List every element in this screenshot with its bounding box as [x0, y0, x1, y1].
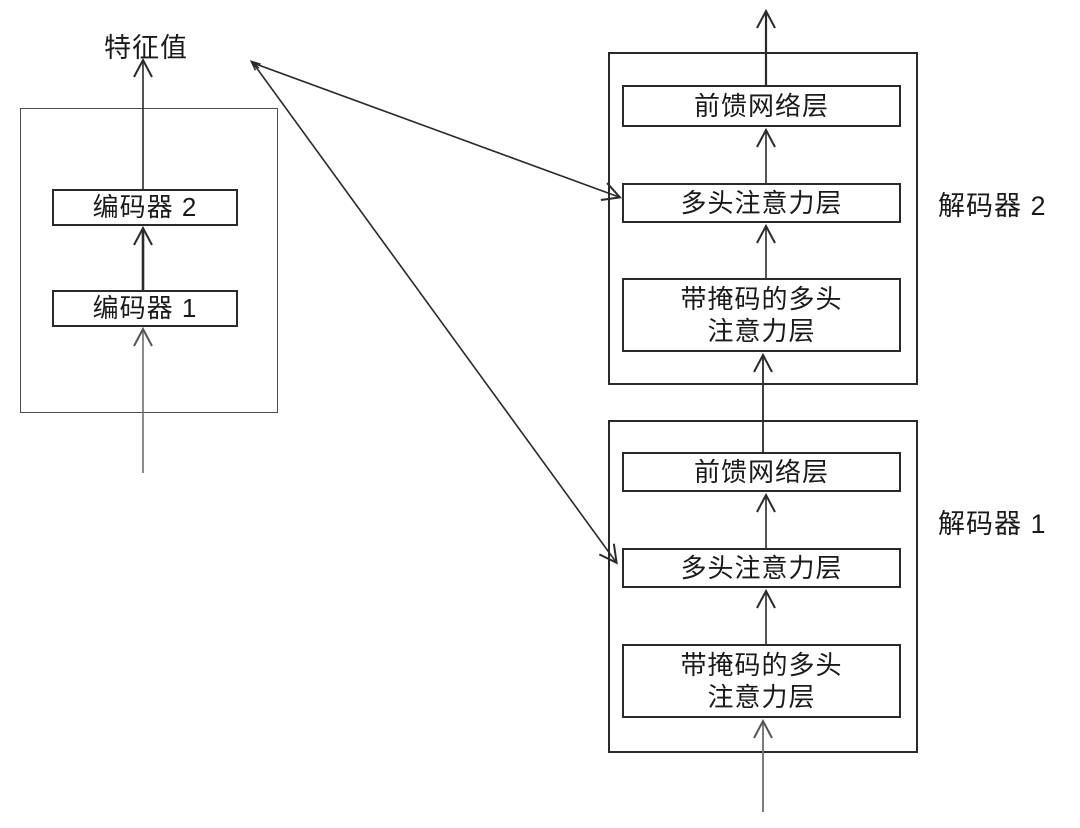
decoder2-feedforward-box: 前馈网络层 [622, 85, 901, 127]
arrow-feature-to-decoder2-mha [252, 62, 622, 201]
arrowhead-feature-apex [249, 60, 261, 71]
decoder1-masked-attention-box: 带掩码的多头 注意力层 [622, 644, 901, 718]
encoder-group-box [20, 108, 278, 413]
arrow-feature-to-decoder1-mha [252, 62, 618, 565]
decoder1-label: 解码器 1 [938, 509, 1047, 539]
decoder1-multihead-attention-box: 多头注意力层 [622, 548, 901, 588]
encoder-1-box: 编码器 1 [52, 290, 238, 327]
encoder-2-box: 编码器 2 [52, 189, 238, 226]
decoder1-feedforward-box: 前馈网络层 [622, 452, 901, 492]
decoder2-multihead-attention-box: 多头注意力层 [622, 183, 901, 223]
decoder2-label: 解码器 2 [938, 191, 1047, 221]
decoder2-masked-attention-box: 带掩码的多头 注意力层 [622, 278, 901, 352]
feature-value-label: 特征值 [104, 33, 188, 63]
